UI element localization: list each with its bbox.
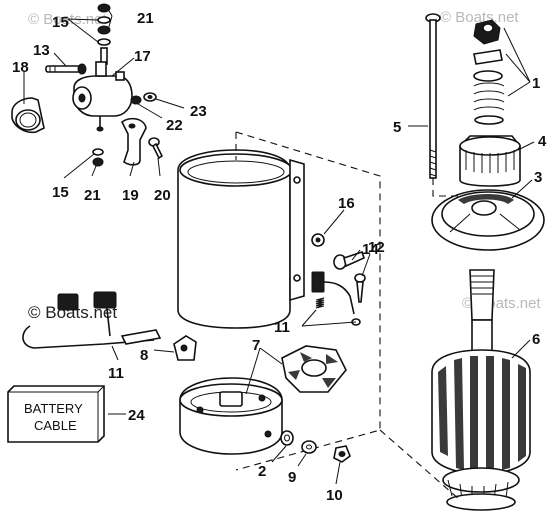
armature-guide bbox=[379, 429, 461, 501]
callout-22: 22 bbox=[166, 117, 183, 134]
callout-11-left: 11 bbox=[108, 365, 124, 382]
watermark-top-left: © Boats.net bbox=[28, 11, 107, 28]
callout-19: 19 bbox=[122, 187, 139, 204]
bracket-screw bbox=[148, 137, 164, 160]
callout-7: 7 bbox=[252, 337, 260, 354]
terminal-insulator bbox=[173, 335, 197, 361]
leader-lines bbox=[23, 8, 535, 485]
end-cap-hardware bbox=[280, 430, 351, 463]
callout-11-center: 11 bbox=[274, 319, 290, 336]
callout-9: 9 bbox=[288, 469, 296, 486]
callout-15-top: 15 bbox=[52, 14, 69, 31]
callout-2: 2 bbox=[258, 463, 266, 480]
callout-14: 14 bbox=[362, 241, 379, 258]
callout-6: 6 bbox=[532, 331, 540, 348]
callout-4: 4 bbox=[538, 133, 547, 150]
callout-21-bottom: 21 bbox=[84, 187, 101, 204]
right-assembly-guide bbox=[432, 178, 460, 197]
watermark-top-right: © Boats.net bbox=[440, 9, 519, 26]
terminal-bolt bbox=[45, 63, 87, 75]
armature bbox=[431, 269, 531, 511]
callout-16: 16 bbox=[338, 195, 355, 212]
callout-8: 8 bbox=[140, 347, 148, 364]
callout-numbers: 21 15 13 17 18 23 22 15 21 19 20 5 4 3 1… bbox=[12, 10, 547, 504]
solenoid-assembly bbox=[11, 3, 164, 167]
callout-5: 5 bbox=[393, 119, 401, 136]
callout-17: 17 bbox=[134, 48, 151, 65]
callout-1: 1 bbox=[532, 75, 540, 92]
brush-lead-left bbox=[22, 291, 162, 349]
callout-20: 20 bbox=[154, 187, 171, 204]
callout-15-bottom: 15 bbox=[52, 184, 69, 201]
end-cap bbox=[179, 377, 283, 455]
drive-parts-stack bbox=[473, 19, 505, 125]
starter-drive bbox=[459, 135, 521, 187]
callout-10: 10 bbox=[326, 487, 343, 504]
brush-spring-set bbox=[311, 271, 361, 326]
battery-label-line2: CABLE bbox=[34, 418, 77, 433]
brush-holder-plate bbox=[281, 345, 347, 393]
assembly-guide-envelope bbox=[235, 131, 381, 471]
callout-13: 13 bbox=[33, 42, 50, 59]
callout-23: 23 bbox=[190, 103, 207, 120]
rubber-boot bbox=[11, 97, 45, 134]
frame-hardware bbox=[311, 233, 366, 303]
nut-stack-bottom bbox=[92, 148, 104, 167]
motor-frame bbox=[177, 149, 305, 329]
mounting-bracket bbox=[120, 117, 147, 166]
battery-label-line1: BATTERY bbox=[24, 401, 83, 416]
callout-24: 24 bbox=[128, 407, 145, 424]
bearing-end-cap bbox=[431, 189, 545, 251]
solenoid-body bbox=[72, 61, 133, 132]
battery-cable-label-box: BATTERY CABLE bbox=[7, 385, 105, 443]
callout-21-top: 21 bbox=[137, 10, 154, 27]
callout-12: 12 bbox=[368, 239, 385, 256]
nut-washer-pair bbox=[130, 92, 157, 105]
callout-18: 18 bbox=[12, 59, 29, 76]
through-bolt bbox=[425, 13, 441, 179]
callout-3: 3 bbox=[534, 169, 542, 186]
